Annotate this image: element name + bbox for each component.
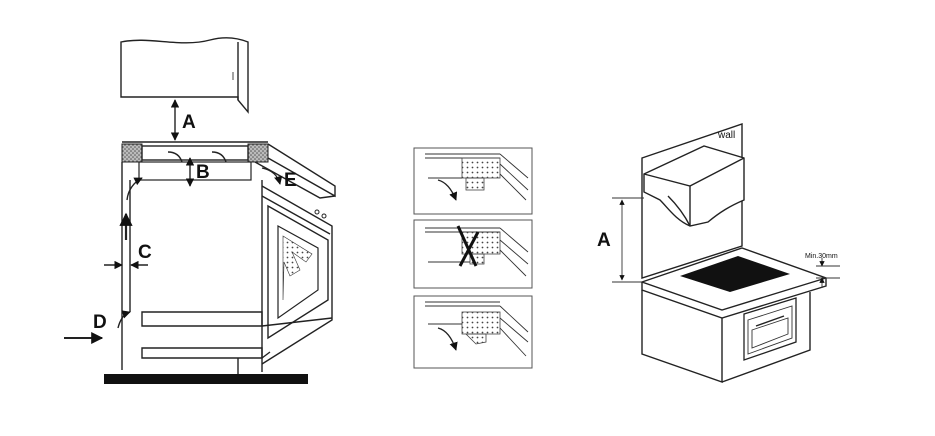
middle-figure-panels [413, 147, 533, 369]
label-e: E [284, 170, 297, 191]
cooktop-glass [680, 256, 790, 292]
upper-cabinet [120, 37, 249, 114]
worktop-left-insulation [121, 143, 143, 163]
label-d: D [93, 312, 107, 333]
oven-frame [743, 297, 797, 361]
label-c: C [138, 242, 152, 263]
range-hood [643, 145, 745, 227]
panel-correct-bottom [413, 295, 533, 369]
hob-unit [141, 145, 249, 161]
right-figure-kitchen: wall A Min.30mm [597, 123, 840, 383]
label-min-gap: Min.30mm [805, 253, 838, 260]
label-a-right: A [597, 230, 611, 251]
panel-correct-top [413, 147, 533, 215]
cross-mark [456, 225, 480, 267]
floor-bar [104, 374, 308, 384]
label-b: B [196, 162, 210, 183]
worktop-right-insulation [247, 143, 269, 163]
panel-incorrect [413, 219, 533, 289]
label-a: A [182, 112, 196, 133]
left-figure-cabinet: A B E C [64, 37, 336, 384]
label-wall: wall [717, 130, 735, 141]
